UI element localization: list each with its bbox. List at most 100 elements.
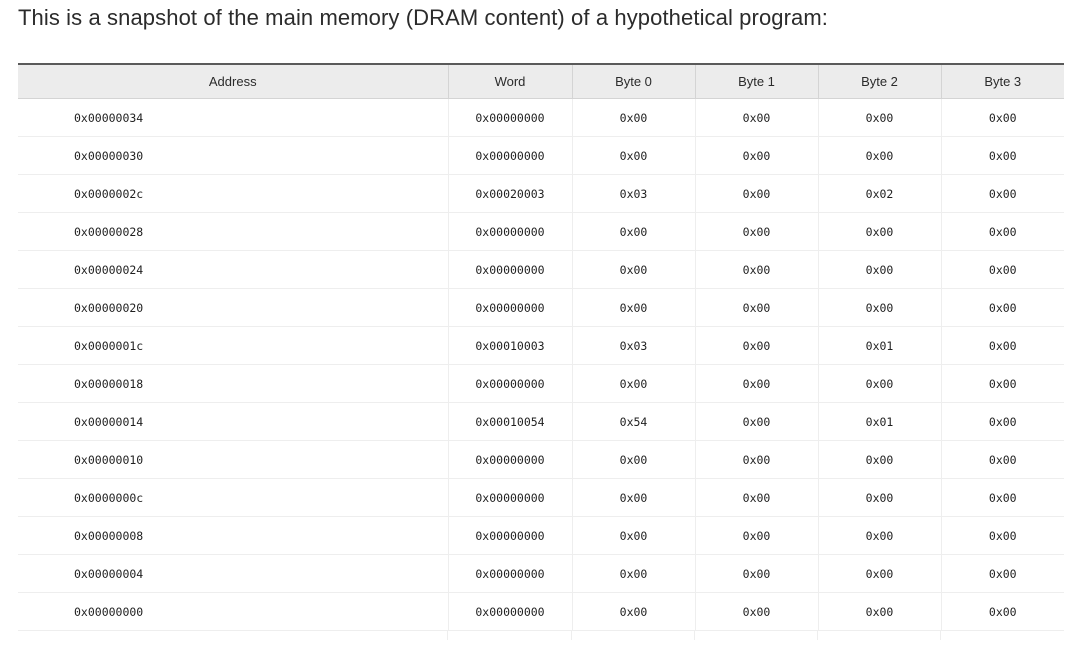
cell-address: 0x0000001c	[18, 326, 449, 365]
cell-byte2: 0x00	[818, 250, 942, 289]
cell-byte2: 0x00	[818, 478, 942, 517]
cell-address: 0x00000028	[18, 212, 449, 251]
column-header-byte-1[interactable]: Byte 1	[695, 63, 819, 99]
cell-byte3: 0x00	[941, 364, 1064, 403]
cell-address: 0x00000024	[18, 250, 449, 289]
cell-byte0: 0x00	[572, 288, 696, 327]
cell-word: 0x00000000	[448, 212, 573, 251]
cell-byte0: 0x00	[572, 554, 696, 593]
cell-byte1: 0x00	[695, 326, 819, 365]
page-title: This is a snapshot of the main memory (D…	[18, 5, 829, 30]
cell-byte3: 0x00	[941, 440, 1064, 479]
cell-address: 0x00000034	[18, 98, 449, 137]
cell-byte0: 0x00	[572, 136, 696, 175]
cell-byte1: 0x00	[695, 554, 819, 593]
table-bottom-column-stubs	[18, 631, 1064, 640]
cell-byte1: 0x00	[695, 364, 819, 403]
cell-word: 0x00010003	[448, 326, 573, 365]
cell-address: 0x0000002c	[18, 174, 449, 213]
table-header-row: Address Word Byte 0 Byte 1 Byte 2 Byte 3	[18, 63, 1064, 99]
table-header: Address Word Byte 0 Byte 1 Byte 2 Byte 3	[18, 63, 1064, 99]
cell-word: 0x00000000	[448, 516, 573, 555]
column-header-word[interactable]: Word	[448, 63, 573, 99]
cell-word: 0x00000000	[448, 478, 573, 517]
cell-byte3: 0x00	[941, 478, 1064, 517]
cell-byte0: 0x03	[572, 326, 696, 365]
cell-byte0: 0x00	[572, 364, 696, 403]
cell-byte1: 0x00	[695, 98, 819, 137]
cell-byte2: 0x00	[818, 212, 942, 251]
cell-byte1: 0x00	[695, 136, 819, 175]
cell-byte1: 0x00	[695, 440, 819, 479]
cell-byte0: 0x00	[572, 516, 696, 555]
cell-byte1: 0x00	[695, 516, 819, 555]
cell-word: 0x00000000	[448, 364, 573, 403]
cell-byte3: 0x00	[941, 98, 1064, 137]
cell-byte2: 0x00	[818, 98, 942, 137]
cell-byte3: 0x00	[941, 402, 1064, 441]
column-header-byte-2[interactable]: Byte 2	[818, 63, 942, 99]
cell-address: 0x00000030	[18, 136, 449, 175]
cell-byte0: 0x00	[572, 250, 696, 289]
cell-byte1: 0x00	[695, 402, 819, 441]
cell-address: 0x00000008	[18, 516, 449, 555]
cell-address: 0x00000018	[18, 364, 449, 403]
cell-address: 0x00000004	[18, 554, 449, 593]
cell-word: 0x00000000	[448, 288, 573, 327]
cell-byte3: 0x00	[941, 288, 1064, 327]
cell-byte1: 0x00	[695, 174, 819, 213]
cell-word: 0x00000000	[448, 136, 573, 175]
cell-byte3: 0x00	[941, 554, 1064, 593]
cell-word: 0x00020003	[448, 174, 573, 213]
cell-address: 0x00000010	[18, 440, 449, 479]
cell-byte1: 0x00	[695, 592, 819, 631]
dram-memory-table: Address Word Byte 0 Byte 1 Byte 2 Byte 3…	[18, 63, 1064, 631]
cell-byte3: 0x00	[941, 516, 1064, 555]
column-header-address[interactable]: Address	[18, 63, 449, 99]
cell-byte0: 0x00	[572, 440, 696, 479]
cell-byte1: 0x00	[695, 250, 819, 289]
cell-byte3: 0x00	[941, 250, 1064, 289]
cell-byte2: 0x00	[818, 136, 942, 175]
column-header-byte-0[interactable]: Byte 0	[572, 63, 696, 99]
cell-byte2: 0x00	[818, 516, 942, 555]
cell-byte1: 0x00	[695, 478, 819, 517]
cell-byte2: 0x02	[818, 174, 942, 213]
cell-byte3: 0x00	[941, 592, 1064, 631]
column-header-byte-3[interactable]: Byte 3	[941, 63, 1064, 99]
cell-word: 0x00000000	[448, 440, 573, 479]
cell-byte3: 0x00	[941, 212, 1064, 251]
cell-byte2: 0x01	[818, 402, 942, 441]
cell-byte2: 0x00	[818, 364, 942, 403]
cell-word: 0x00000000	[448, 554, 573, 593]
cell-byte0: 0x00	[572, 478, 696, 517]
cell-word: 0x00000000	[448, 98, 573, 137]
cell-address: 0x00000020	[18, 288, 449, 327]
cell-address: 0x0000000c	[18, 478, 449, 517]
memory-table-container: Address Word Byte 0 Byte 1 Byte 2 Byte 3…	[18, 63, 1064, 640]
cell-byte0: 0x00	[572, 212, 696, 251]
cell-address: 0x00000000	[18, 592, 449, 631]
cell-byte2: 0x00	[818, 288, 942, 327]
cell-address: 0x00000014	[18, 402, 449, 441]
cell-word: 0x00000000	[448, 250, 573, 289]
cell-byte3: 0x00	[941, 136, 1064, 175]
cell-word: 0x00000000	[448, 592, 573, 631]
cell-byte2: 0x00	[818, 440, 942, 479]
cell-byte2: 0x00	[818, 592, 942, 631]
cell-byte0: 0x03	[572, 174, 696, 213]
cell-byte1: 0x00	[695, 288, 819, 327]
cell-byte0: 0x54	[572, 402, 696, 441]
